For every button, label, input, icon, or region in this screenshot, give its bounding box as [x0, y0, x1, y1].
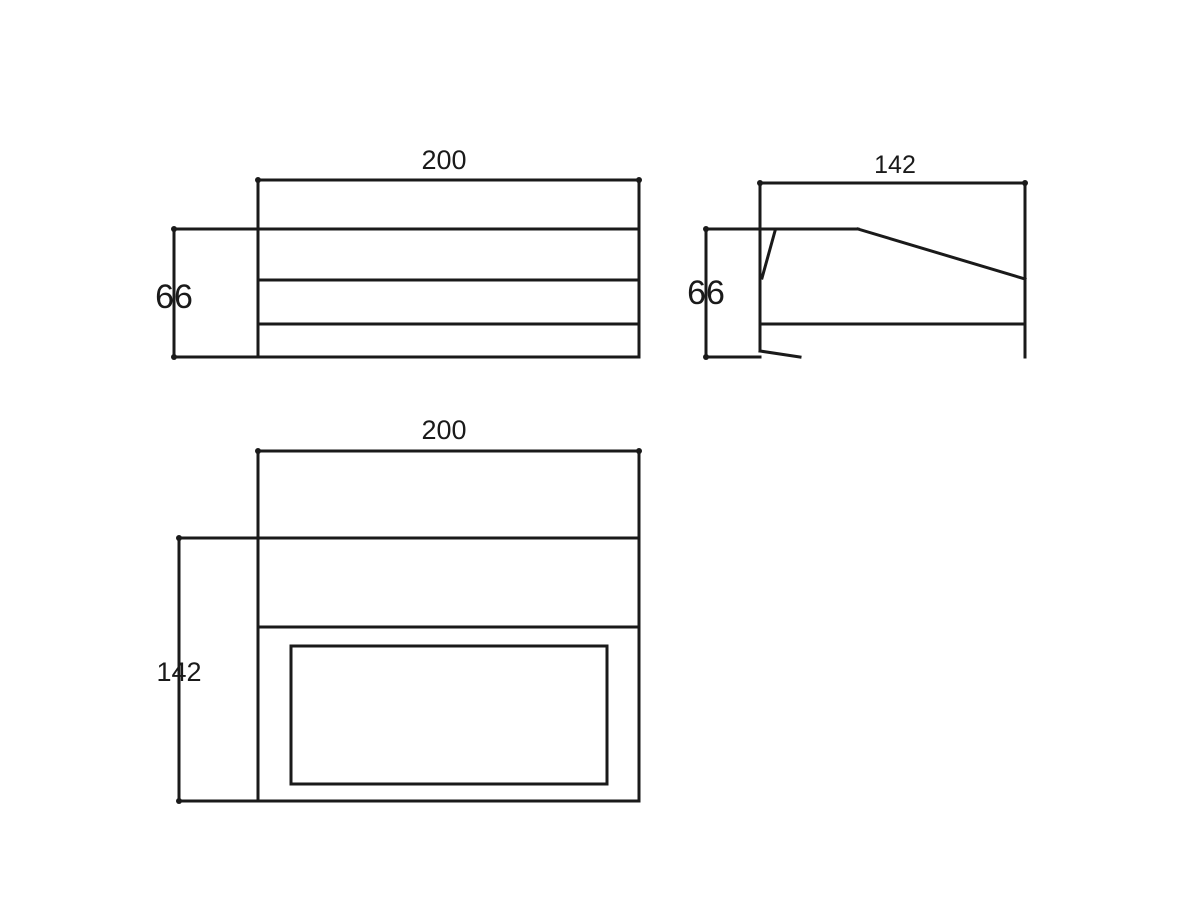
dimension-tick — [176, 798, 182, 804]
top-height-dimension: 142 — [156, 535, 260, 804]
top-width-dimension: 200 — [255, 415, 642, 454]
dimension-tick — [1022, 180, 1028, 186]
profile-edge — [758, 349, 802, 359]
top-height-label: 142 — [156, 657, 201, 687]
top-outline — [256, 449, 641, 803]
side-width-dimension: 142 — [757, 151, 1028, 359]
front-width-label: 200 — [421, 145, 466, 175]
side-height-dimension: 66 — [687, 226, 762, 360]
side-width-label: 142 — [874, 151, 916, 179]
dimension-tick — [757, 180, 763, 186]
front-outline — [256, 178, 641, 359]
dimension-tick — [171, 226, 177, 232]
side-height-label: 66 — [687, 274, 725, 312]
front-width-dimension: 200 — [255, 145, 642, 183]
side-profile — [758, 227, 1027, 359]
top-view: 200 142 — [156, 415, 642, 804]
front-view: 200 66 — [155, 145, 642, 360]
dimension-tick — [171, 354, 177, 360]
inner-panel — [289, 644, 609, 786]
dimension-tick — [703, 354, 709, 360]
front-height-label: 66 — [155, 278, 193, 316]
dimension-tick — [703, 226, 709, 232]
profile-slope-edge — [856, 227, 1027, 281]
front-height-dimension: 66 — [155, 226, 260, 360]
profile-edge — [760, 229, 777, 280]
dimension-tick — [176, 535, 182, 541]
side-view: 142 66 — [687, 151, 1028, 360]
top-width-label: 200 — [421, 415, 466, 445]
